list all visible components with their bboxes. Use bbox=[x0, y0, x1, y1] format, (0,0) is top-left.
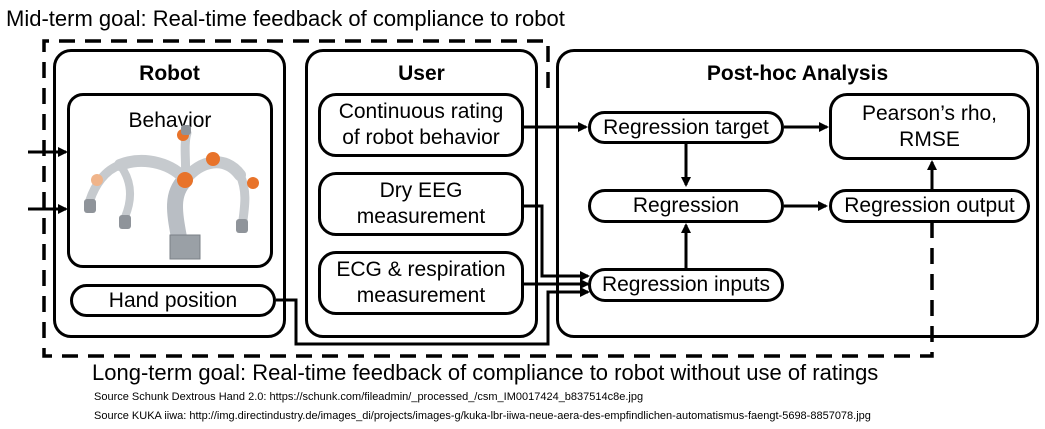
ecg-respiration-box: ECG & respiration measurement bbox=[318, 251, 524, 315]
ecg-respiration-label: ECG & respiration measurement bbox=[336, 258, 506, 307]
source-schunk: Source Schunk Dextrous Hand 2.0: https:/… bbox=[94, 391, 644, 403]
post-hoc-analysis-title: Post-hoc Analysis bbox=[706, 62, 889, 85]
regression-output-box: Regression output bbox=[829, 189, 1030, 223]
robot-panel-title: Robot bbox=[139, 62, 200, 85]
hand-position-box: Hand position bbox=[70, 284, 276, 317]
regression-output-label: Regression output bbox=[844, 194, 1015, 217]
post-hoc-analysis-panel bbox=[556, 49, 1039, 338]
long-term-goal: Long-term goal: Real-time feedback of co… bbox=[92, 360, 879, 385]
pearson-rmse-box: Pearson’s rho, RMSE bbox=[829, 93, 1030, 160]
regression-target-label: Regression target bbox=[603, 115, 769, 139]
regression-inputs-label: Regression inputs bbox=[601, 273, 771, 296]
behavior-label: Behavior bbox=[128, 109, 212, 132]
pearson-rmse-label: Pearson’s rho, RMSE bbox=[861, 101, 998, 151]
regression-label: Regression bbox=[632, 194, 740, 217]
continuous-rating-label: Continuous rating of robot behavior bbox=[338, 100, 504, 149]
arrow-hand-to-inputs bbox=[276, 287, 590, 346]
arrow-eeg-to-inputs bbox=[522, 204, 590, 281]
user-panel bbox=[305, 49, 538, 338]
robot-arm-image bbox=[84, 125, 259, 260]
regression-target-box: Regression target bbox=[588, 111, 784, 144]
regression-box: Regression bbox=[588, 189, 784, 223]
dry-eeg-label: Dry EEG measurement bbox=[356, 179, 486, 228]
dry-eeg-box: Dry EEG measurement bbox=[318, 172, 524, 236]
user-panel-title: User bbox=[398, 62, 445, 85]
hand-position-label: Hand position bbox=[108, 288, 238, 312]
mid-term-dashed-loop bbox=[42, 39, 934, 358]
source-kuka: Source KUKA iiwa: http://img.directindus… bbox=[94, 410, 871, 422]
mid-term-goal: Mid-term goal: Real-time feedback of com… bbox=[6, 6, 565, 31]
robot-panel bbox=[53, 49, 286, 338]
regression-inputs-box: Regression inputs bbox=[588, 268, 784, 302]
continuous-rating-box: Continuous rating of robot behavior bbox=[318, 93, 524, 157]
